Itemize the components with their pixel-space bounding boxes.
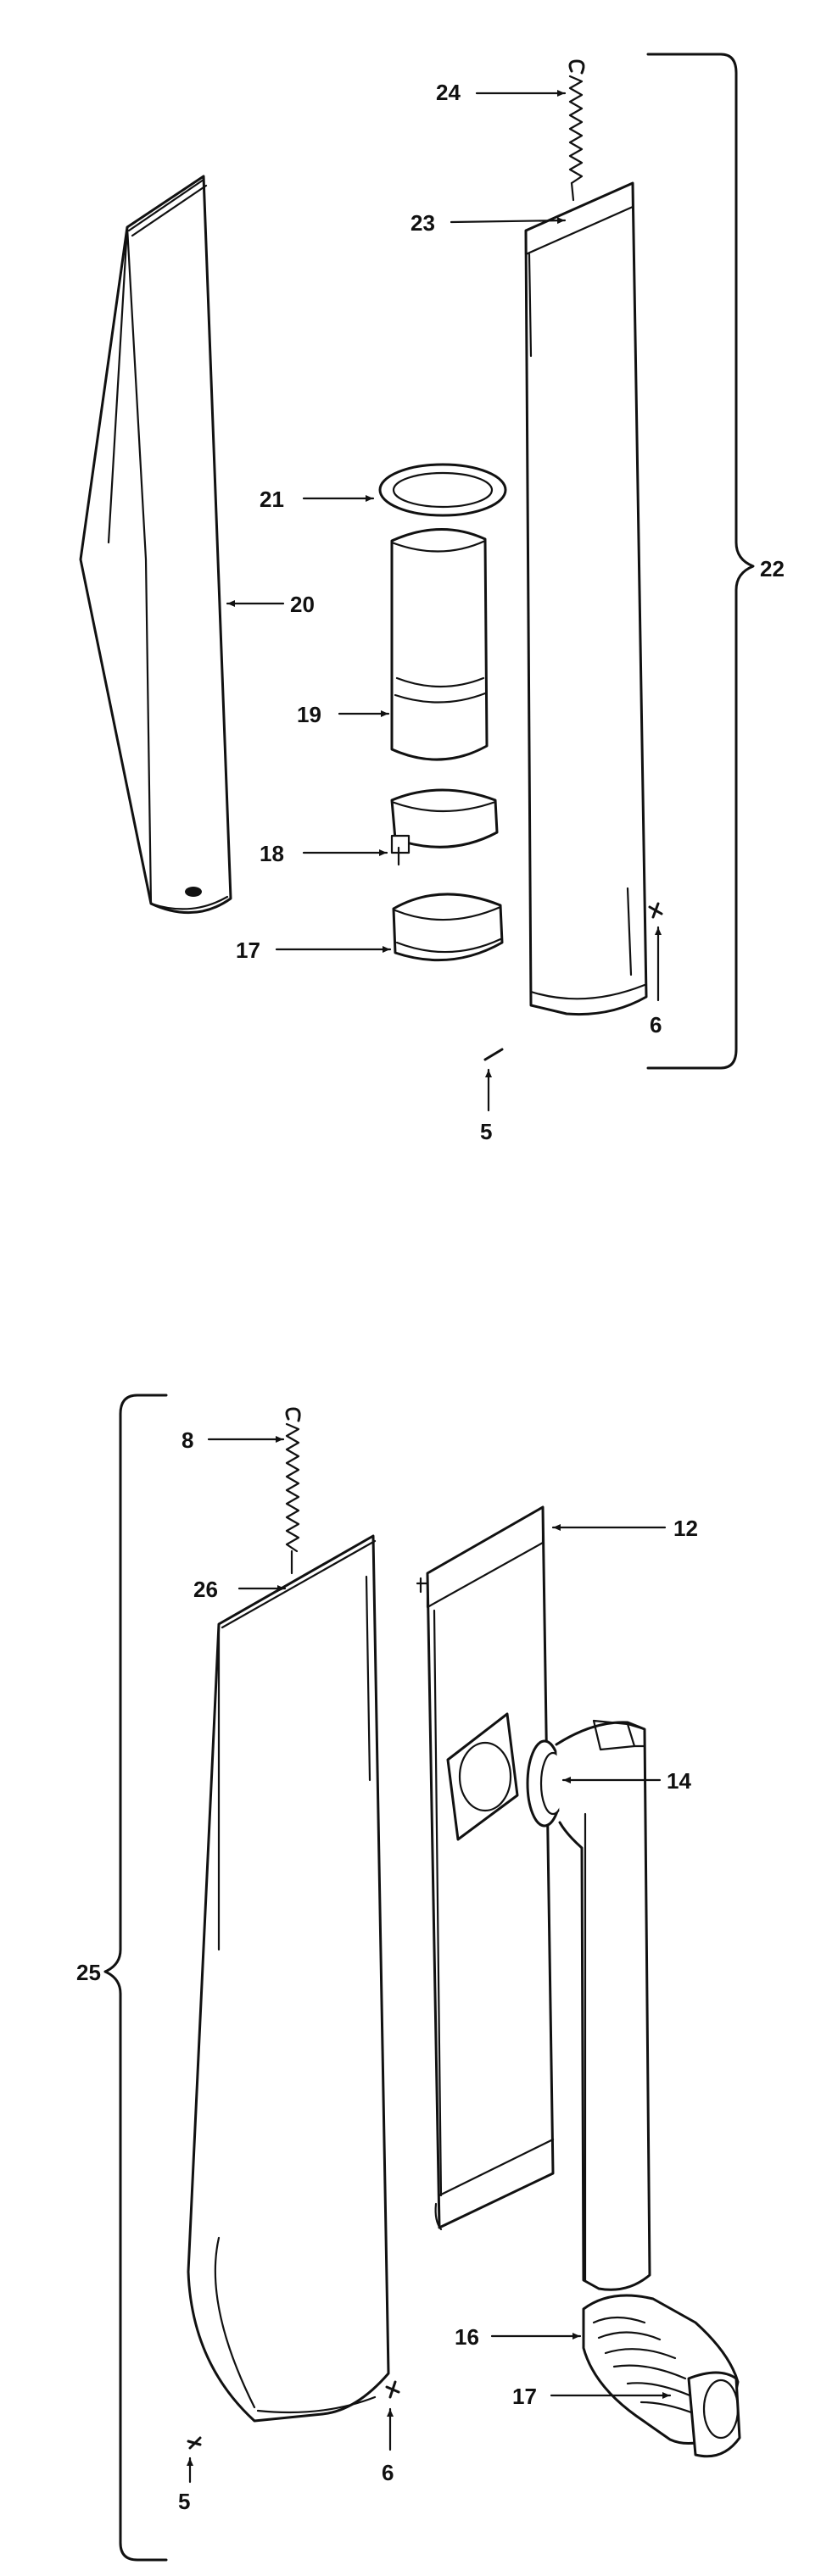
bracket-part-25 <box>103 1394 168 2562</box>
filter-cylinder-part-19 <box>390 528 489 761</box>
screw-part-6-bottom <box>385 2380 400 2399</box>
screw-part-6-top <box>648 902 663 919</box>
label-5-bottom: 5 <box>178 2489 190 2514</box>
outer-bag-part-20 <box>79 175 232 915</box>
label-23: 23 <box>410 210 435 236</box>
bottom-assembly: 8 26 12 14 25 16 17 6 5 <box>76 1394 741 2562</box>
bag-part-26 <box>187 1534 390 2423</box>
ring-part-21 <box>378 463 507 517</box>
inner-bag-part-22 <box>524 181 648 1016</box>
adapter-part-17-bottom <box>687 2371 741 2458</box>
tube-part-14 <box>526 1719 651 2291</box>
label-21: 21 <box>260 487 284 512</box>
label-8: 8 <box>182 1427 193 1453</box>
clamp-part-18 <box>390 788 499 866</box>
bracket-part-22 <box>646 53 755 1070</box>
label-17-bottom: 17 <box>512 2384 537 2409</box>
label-16: 16 <box>455 2324 479 2350</box>
label-26: 26 <box>193 1577 218 1602</box>
screw-part-5-top <box>483 1048 504 1061</box>
label-6-top: 6 <box>650 1012 662 1038</box>
label-12: 12 <box>673 1516 698 1541</box>
label-18: 18 <box>260 841 284 866</box>
label-22: 22 <box>760 556 785 581</box>
leader-23 <box>450 217 567 225</box>
label-24: 24 <box>436 80 461 105</box>
label-25: 25 <box>76 1960 101 1985</box>
frame-panel-part-12 <box>416 1505 555 2231</box>
label-19: 19 <box>297 702 321 727</box>
label-14: 14 <box>667 1768 691 1794</box>
screw-part-5-bottom <box>187 2436 202 2450</box>
spring-part-24 <box>568 59 585 202</box>
spring-part-8 <box>285 1407 301 1575</box>
adapter-part-17-top <box>392 893 504 962</box>
label-17-top: 17 <box>236 937 260 963</box>
label-5-top: 5 <box>480 1119 492 1144</box>
label-6-bottom: 6 <box>382 2460 394 2485</box>
top-assembly: 24 23 22 21 20 19 18 17 6 5 <box>79 53 785 1144</box>
label-20: 20 <box>290 592 315 617</box>
